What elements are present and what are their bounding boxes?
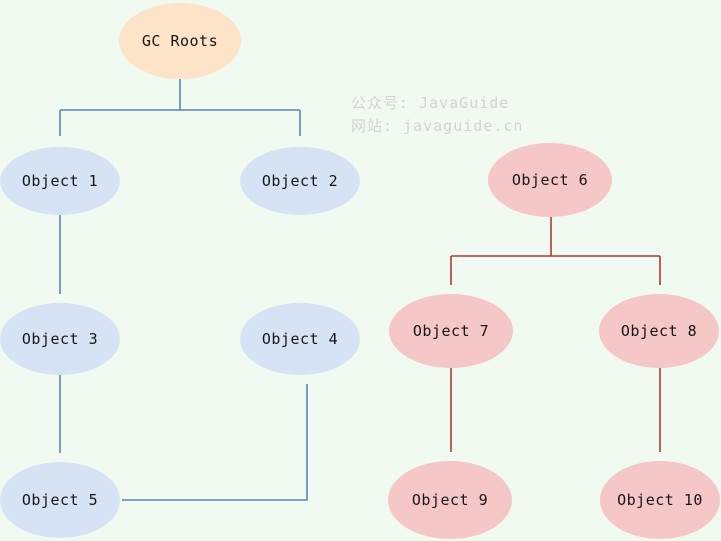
node-label: Object 3 [21,330,99,348]
node-object-9: Object 9 [388,461,512,539]
watermark-line2: 网站: javaguide.cn [351,117,524,135]
node-object-4: Object 4 [240,303,360,375]
watermark-line1: 公众号: JavaGuide [351,94,510,112]
node-label: Object 6 [511,171,589,189]
watermark: 公众号: JavaGuide 网站: javaguide.cn [351,92,523,138]
node-object-8: Object 8 [599,294,719,368]
node-object-5: Object 5 [0,462,120,538]
node-label: Object 9 [411,491,489,509]
node-label: GC Roots [141,32,219,50]
node-label: Object 4 [261,330,339,348]
node-gc-roots: GC Roots [119,3,241,79]
node-label: Object 8 [620,322,698,340]
node-label: Object 7 [412,322,490,340]
node-object-7: Object 7 [389,294,513,368]
node-object-10: Object 10 [600,461,720,539]
edge-gcroots-branch [60,79,300,111]
node-label: Object 10 [617,491,703,509]
node-object-6: Object 6 [488,143,612,217]
blue-edges [59,79,308,501]
node-object-3: Object 3 [0,303,120,375]
node-label: Object 2 [261,172,339,190]
edge-object5-object4 [122,384,308,501]
node-object-2: Object 2 [240,147,360,215]
node-label: Object 1 [21,172,99,190]
edge-object6-branch [451,217,660,257]
node-label: Object 5 [21,491,99,509]
node-object-1: Object 1 [0,147,120,215]
